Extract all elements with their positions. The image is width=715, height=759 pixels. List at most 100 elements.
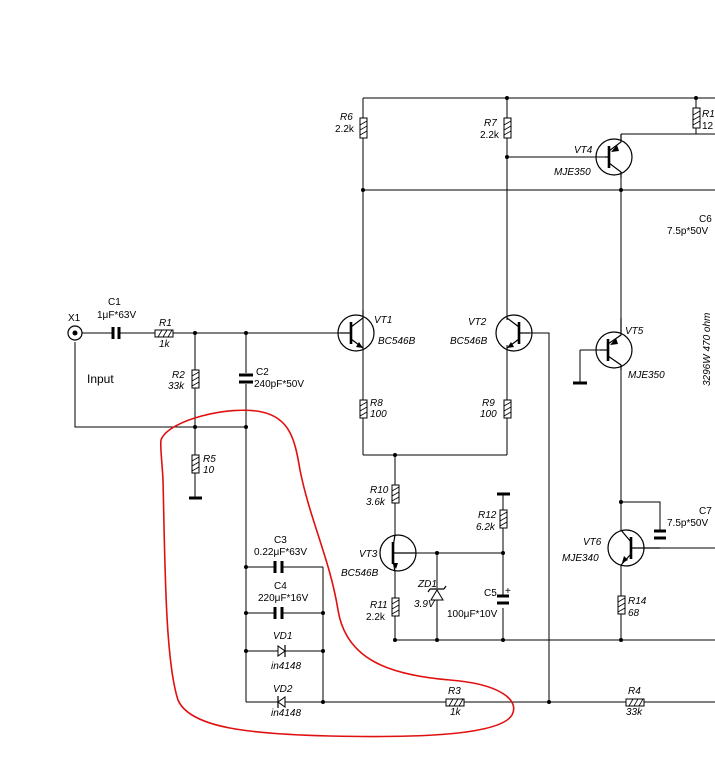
resistor-r2: R2 33k [168, 369, 200, 392]
svg-text:R2: R2 [172, 370, 185, 381]
svg-text:MJE340: MJE340 [562, 553, 599, 564]
svg-text:VT6: VT6 [583, 537, 602, 548]
transistor-vt2: VT2 BC546B [450, 314, 533, 352]
svg-text:MJE350: MJE350 [628, 370, 665, 381]
resistor-r11: R11 2.2k [366, 597, 400, 623]
svg-text:+: + [505, 586, 511, 597]
svg-text:in4148: in4148 [271, 661, 301, 672]
trimmer-pot-label: 3296W 470 ohm [702, 313, 713, 386]
svg-text:R5: R5 [203, 454, 216, 465]
resistor-r5: R5 10 [191, 454, 216, 476]
diode-vd1: VD1 in4148 [271, 631, 301, 672]
svg-text:68: 68 [628, 608, 640, 619]
svg-text:BC546B: BC546B [450, 336, 488, 347]
ground-symbols [189, 381, 587, 500]
input-connector-x1: X1 Input [67, 313, 114, 386]
svg-text:R4: R4 [628, 686, 641, 697]
svg-text:VD2: VD2 [273, 684, 293, 695]
svg-text:VT4: VT4 [574, 145, 593, 156]
resistor-r12: R12 6.2k [476, 509, 508, 533]
svg-text:7.5p*50V: 7.5p*50V [667, 518, 708, 529]
svg-text:12: 12 [702, 121, 714, 132]
capacitor-c2: C2 240pF*50V [239, 367, 304, 390]
svg-text:R1: R1 [159, 318, 172, 329]
svg-text:1k: 1k [159, 339, 171, 350]
svg-text:R11: R11 [370, 600, 388, 611]
transistor-vt1: VT1 BC546B [337, 310, 416, 352]
resistor-r14: R14 68 [617, 595, 647, 619]
svg-text:VT1: VT1 [374, 315, 392, 326]
svg-text:3.6k: 3.6k [366, 497, 386, 508]
svg-text:100: 100 [370, 409, 387, 420]
svg-text:BC546B: BC546B [341, 568, 379, 579]
capacitor-c3: C3 0.22μF*63V [254, 535, 307, 573]
transistor-vt4: VT4 MJE350 [554, 134, 633, 178]
svg-text:220μF*16V: 220μF*16V [258, 593, 309, 604]
svg-text:10: 10 [203, 465, 215, 476]
resistor-r9: R9 100 [480, 398, 512, 420]
resistor-r6: R6 2.2k [335, 112, 368, 139]
resistor-r10: R10 3.6k [366, 484, 400, 508]
svg-text:240pF*50V: 240pF*50V [254, 379, 304, 390]
resistor-r7: R7 2.2k [480, 117, 512, 141]
svg-text:33k: 33k [626, 707, 643, 718]
svg-text:0.22μF*63V: 0.22μF*63V [254, 547, 307, 558]
svg-text:1k: 1k [450, 707, 462, 718]
svg-text:in4148: in4148 [271, 708, 301, 719]
wires [74, 97, 715, 703]
resistor-r1: R1 1k [154, 318, 174, 350]
transistor-vt6: VT6 MJE340 [562, 529, 660, 567]
svg-text:3296W 470 ohm: 3296W 470 ohm [702, 313, 713, 386]
resistor-r3: R3 1k [445, 686, 465, 718]
svg-text:R7: R7 [484, 118, 497, 129]
svg-text:C6: C6 [699, 214, 712, 225]
svg-text:C3: C3 [274, 535, 287, 546]
svg-text:C5: C5 [484, 588, 497, 599]
diode-vd2: VD2 in4148 [271, 684, 301, 719]
svg-text:3.9V: 3.9V [414, 599, 436, 610]
svg-text:R14: R14 [628, 596, 647, 607]
zener-diode-zd1: ZD1 3.9V [414, 579, 447, 610]
svg-text:MJE350: MJE350 [554, 167, 591, 178]
transistor-vt3: VT3 BC546B [341, 534, 417, 579]
svg-text:33k: 33k [168, 381, 185, 392]
svg-text:VT3: VT3 [359, 549, 378, 560]
svg-text:1μF*63V: 1μF*63V [97, 310, 136, 321]
svg-text:C7: C7 [699, 506, 712, 517]
svg-text:100μF*10V: 100μF*10V [447, 609, 498, 620]
svg-text:C1: C1 [108, 297, 121, 308]
transistor-vt5: VT5 MJE350 [595, 318, 665, 381]
resistor-r4: R4 33k [625, 686, 645, 718]
junctions [193, 96, 698, 704]
svg-text:R10: R10 [370, 485, 389, 496]
svg-text:6.2k: 6.2k [476, 522, 496, 533]
x1-ref: X1 [68, 313, 81, 324]
resistor-r13: R1 12 [692, 107, 715, 132]
svg-text:2.2k: 2.2k [366, 612, 386, 623]
svg-text:2.2k: 2.2k [335, 124, 355, 135]
capacitor-c6: C6 7.5p*50V [667, 214, 712, 237]
svg-text:R1: R1 [702, 109, 715, 120]
svg-text:2.2k: 2.2k [480, 130, 500, 141]
svg-text:R12: R12 [478, 510, 497, 521]
capacitor-c5: + C5 100μF*10V [447, 586, 511, 620]
svg-text:C2: C2 [256, 367, 269, 378]
svg-text:R9: R9 [482, 398, 495, 409]
svg-text:BC546B: BC546B [378, 336, 416, 347]
svg-text:C4: C4 [274, 581, 287, 592]
input-label: Input [87, 372, 114, 386]
svg-text:VT2: VT2 [468, 317, 487, 328]
svg-text:7.5p*50V: 7.5p*50V [667, 226, 708, 237]
capacitor-c1: C1 1μF*63V [97, 297, 136, 339]
resistor-r8: R8 100 [359, 398, 387, 420]
capacitor-c7: C7 7.5p*50V [654, 506, 712, 540]
capacitor-c4: C4 220μF*16V [258, 581, 309, 619]
svg-text:100: 100 [480, 409, 497, 420]
svg-text:VT5: VT5 [625, 326, 644, 337]
svg-text:R6: R6 [340, 112, 353, 123]
red-annotation-loop [159, 409, 515, 738]
svg-text:R8: R8 [370, 398, 383, 409]
svg-text:ZD1: ZD1 [417, 579, 437, 590]
svg-text:VD1: VD1 [273, 631, 292, 642]
